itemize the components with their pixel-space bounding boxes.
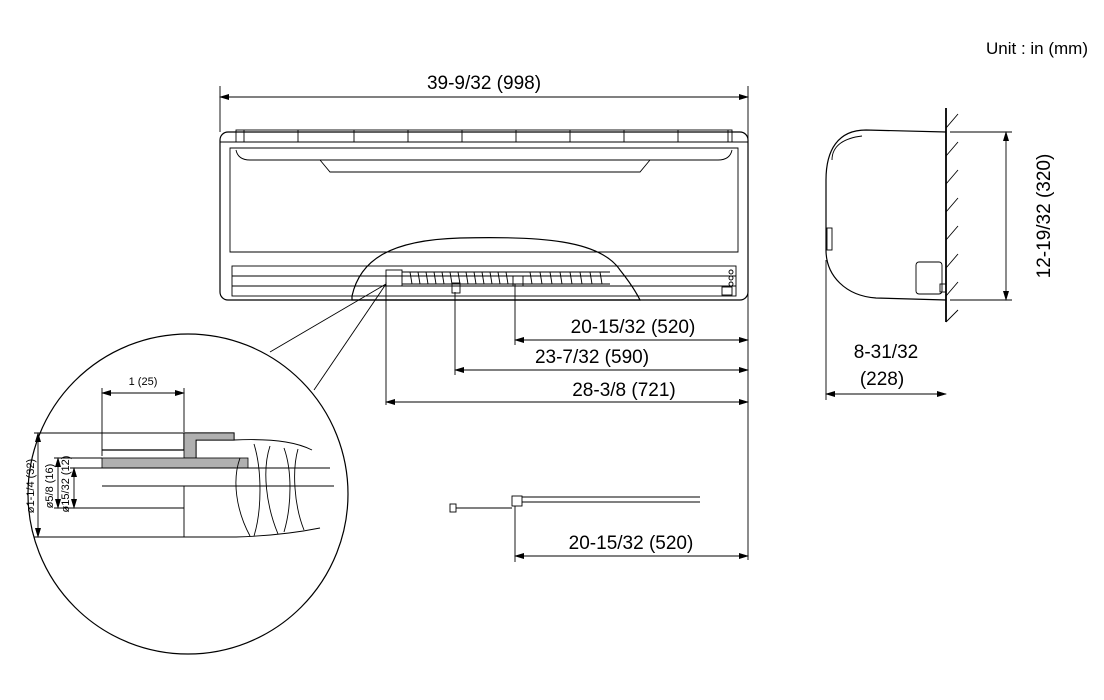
depth-label-line1: 8-31/32 [854,342,918,363]
wall-hatching [945,113,959,323]
unit-label: Unit : in (mm) [986,39,1088,58]
pipe-dimension-1-label: 20-15/32 (520) [571,317,696,338]
detail-circle [27,333,349,655]
unit-body [219,131,749,301]
detail-length-label: 1 (25) [129,376,158,388]
accessory-pipe-label: 20-15/32 (520) [569,533,694,554]
lower-louver [231,265,737,297]
indicator-lamps [721,269,734,296]
front-view-indoor-unit: 39-9/32 (998) [219,73,749,560]
piping-cutaway [351,236,641,301]
side-view-indoor-unit: 12-19/32 (320) 8-31/32 (228) [825,108,1055,400]
air-outlet-grille [235,129,733,143]
accessory-pipe: 20-15/32 (520) [449,495,749,562]
depth-label-line2: (228) [860,369,904,390]
dia-outer-label: ø1-1/4 (32) [25,459,37,513]
side-profile [825,129,947,301]
detail-view: 1 (25) ø1-1/4 (32) ø5/8 (16) ø15/32 (12) [25,283,387,655]
overall-width-label: 39-9/32 (998) [427,73,541,94]
drain-hose [385,269,610,294]
pipe-dimension-3-label: 28-3/8 (721) [572,380,676,401]
dia-inner-label: ø15/32 (12) [60,456,72,513]
mounting-bracket [915,261,943,295]
detail-pipe [101,432,334,538]
dia-mid-label: ø5/8 (16) [44,464,56,509]
pipe-dimension-2-label: 23-7/32 (590) [535,347,649,368]
height-label: 12-19/32 (320) [1034,154,1055,279]
front-panel [229,147,739,253]
